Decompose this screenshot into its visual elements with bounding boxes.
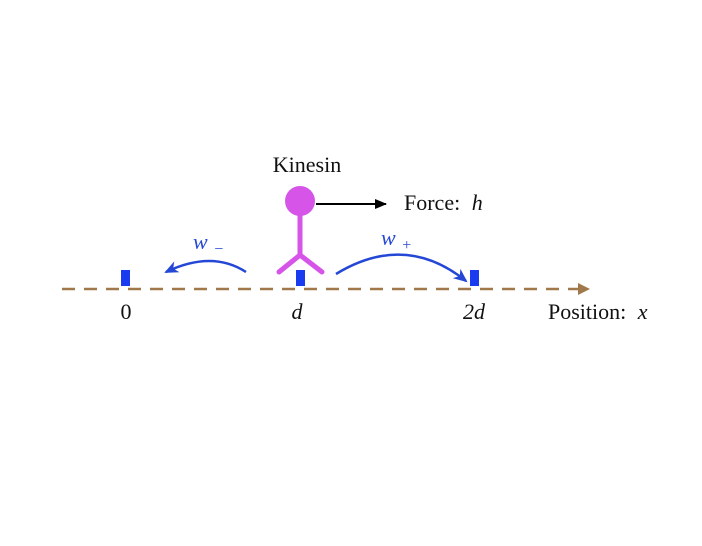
- force-label: Force: h: [404, 190, 483, 215]
- binding-site-2d: [470, 270, 479, 286]
- site-label-d: d: [292, 299, 304, 324]
- forward-rate-label: w +: [381, 225, 411, 254]
- kinesin-left-leg: [276, 252, 303, 275]
- kinesin-right-leg: [297, 252, 325, 275]
- backward-jump-arrow: [164, 259, 247, 274]
- kinesin-motor: [276, 186, 325, 275]
- forward-jump-arrow: [335, 253, 468, 283]
- position-axis-label: Position: x: [548, 299, 648, 324]
- backward-rate-label: w −: [193, 229, 223, 258]
- binding-site-d: [296, 270, 305, 286]
- site-label-2d: 2d: [463, 299, 486, 324]
- site-label-0: 0: [121, 299, 132, 324]
- binding-site-0: [121, 270, 130, 286]
- kinesin-head: [285, 186, 315, 216]
- kinesin-label: Kinesin: [273, 152, 341, 177]
